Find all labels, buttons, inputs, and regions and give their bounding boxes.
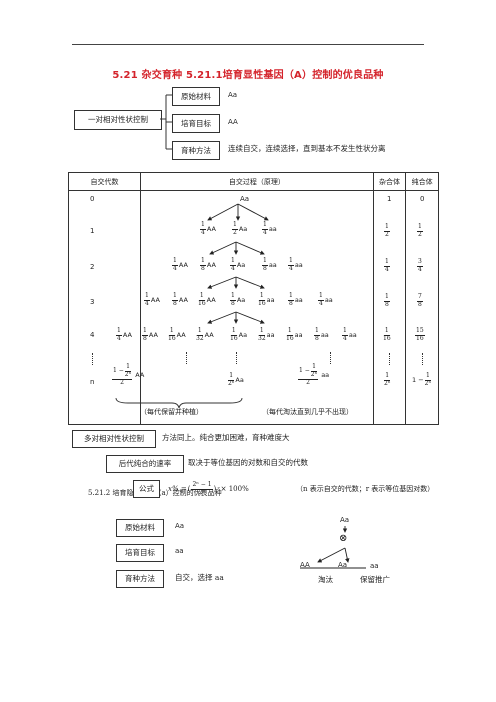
selfing-symbol: ⊗	[339, 533, 348, 544]
gen-4: 4	[90, 331, 95, 339]
material-value: Aa	[228, 91, 238, 99]
speed-text: 取决于等位基因的对数和自交的代数	[188, 458, 308, 467]
label-box-method-2: 育种方法	[116, 570, 164, 588]
process-ellipsis-left	[186, 352, 187, 364]
selfing-table: 自交代数 自交过程（原理） 杂合体 纯合体	[67, 172, 439, 425]
label-box-target: 培育目标	[172, 114, 220, 133]
hetero-g0: 1	[387, 195, 392, 203]
multi-trait-text: 方法同上。纯合更加困难，育种难度大	[162, 433, 290, 442]
header-hetero: 杂合体	[372, 172, 407, 191]
keep-label: 保留推广	[360, 575, 390, 584]
process-g0: Aa	[240, 195, 250, 203]
eliminate-label: 淘汰	[318, 575, 333, 584]
gen-0: 0	[90, 195, 95, 203]
gen-ellipsis	[92, 353, 93, 365]
method-value-2: 自交，选择 aa	[175, 573, 224, 582]
child-Aa: Aa	[338, 561, 348, 569]
hetero-ellipsis	[389, 353, 390, 365]
speed-box: 后代纯合的速率	[106, 455, 184, 473]
child-AA: AA	[300, 561, 310, 569]
curly-brace	[115, 397, 243, 409]
label-box-material: 原始材料	[172, 87, 220, 106]
formula-note: （n 表示自交的代数；r 表示等位基因对数）	[296, 485, 435, 493]
header-generation: 自交代数	[67, 172, 142, 191]
method-value: 连续自交，连续选择，直到基本不发生性状分离	[228, 144, 386, 153]
header-rule	[72, 44, 424, 45]
header-process: 自交过程（原理）	[140, 172, 374, 191]
page-title: 5.21 杂交育种 5.21.1培育显性基因（A）控制的优良品种	[112, 70, 384, 81]
process-ellipsis-right	[330, 352, 331, 364]
note-eliminate: （每代淘汰直到几乎不出现）	[262, 408, 353, 416]
gen-n: n	[90, 378, 95, 386]
target-value: AA	[228, 118, 238, 126]
process-ellipsis-mid	[236, 352, 237, 364]
header-homo: 纯合体	[405, 172, 439, 191]
label-box-method: 育种方法	[172, 141, 220, 160]
pedigree-arrows	[207, 203, 269, 324]
diagram-arrows	[300, 526, 366, 569]
gen-1: 1	[90, 227, 95, 235]
category-label: 一对相对性状控制	[88, 115, 148, 125]
target-value-2: aa	[175, 547, 184, 555]
category-box-single: 一对相对性状控制	[74, 110, 162, 130]
child-aa: aa	[370, 562, 379, 570]
homo-g0: 0	[420, 195, 425, 203]
gen-3: 3	[90, 298, 95, 306]
multi-trait-box: 多对相对性状控制	[72, 430, 156, 448]
formula-box: 公式	[133, 480, 160, 498]
material-value-2: Aa	[175, 522, 185, 530]
label-box-material-2: 原始材料	[116, 519, 164, 537]
homo-ellipsis	[422, 353, 423, 365]
diagram-parent: Aa	[340, 516, 350, 524]
note-keep: （每代保留并种植）	[140, 408, 203, 416]
brace-lines	[160, 94, 174, 150]
label-box-target-2: 培育目标	[116, 544, 164, 562]
gen-2: 2	[90, 263, 95, 271]
